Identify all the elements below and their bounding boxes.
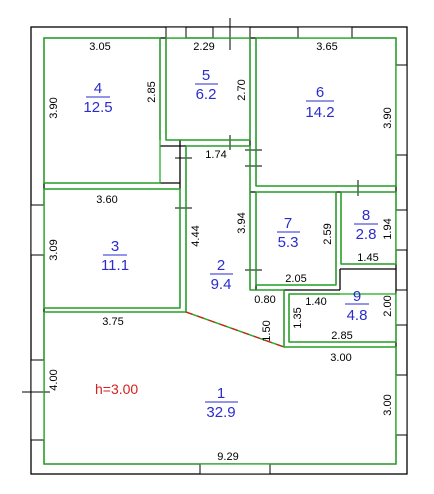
dim-r1-top-left: 3.75 <box>102 316 123 328</box>
dim-r5-top: 2.29 <box>193 41 214 53</box>
dim-r7-bottom: 2.05 <box>285 273 306 285</box>
dim-r9-right: 2.00 <box>382 295 394 316</box>
room-8-area: 2.8 <box>356 226 377 243</box>
dim-r6-top: 3.65 <box>316 41 337 53</box>
room-6-area: 14.2 <box>305 104 334 121</box>
dim-corridor-top: 1.74 <box>205 149 226 161</box>
room-6-number: 6 <box>316 84 324 101</box>
dim-r6-right: 3.90 <box>382 107 394 128</box>
dimension-labels: 3.05 3.90 2.85 2.29 2.70 3.65 3.90 1.74 … <box>48 41 394 463</box>
room-1-area: 32.9 <box>206 404 235 421</box>
dim-r3-left: 3.09 <box>48 239 60 260</box>
dim-r1-left: 4.00 <box>48 369 60 390</box>
dim-r1-top-right: 3.00 <box>330 352 351 364</box>
dim-r4-right: 2.85 <box>146 81 158 102</box>
dim-r7-right: 2.59 <box>322 223 334 244</box>
room-8-number: 8 <box>362 207 370 224</box>
ceiling-height-label: h=3.00 <box>95 381 138 397</box>
dim-r4-left: 3.90 <box>48 97 60 118</box>
dim-r9-top: 1.40 <box>305 296 326 308</box>
room-4-number: 4 <box>94 80 102 97</box>
room-9-number: 9 <box>353 288 361 305</box>
dim-r5-right: 2.70 <box>236 79 248 100</box>
dim-r4-top: 3.05 <box>89 41 110 53</box>
dim-r1-right: 3.00 <box>382 394 394 415</box>
room-7-area: 5.3 <box>278 234 299 251</box>
dim-r2-left: 4.44 <box>190 225 202 246</box>
room-5-area: 6.2 <box>196 86 217 103</box>
open-passage <box>185 311 285 348</box>
dim-r9-left-a: 1.50 <box>261 320 273 341</box>
room-9-area: 4.8 <box>347 307 368 324</box>
room-outlines <box>43 37 397 465</box>
door-ticks <box>22 18 359 393</box>
dim-r8-right: 1.94 <box>382 218 394 239</box>
room-2-area: 9.4 <box>211 276 232 293</box>
room-2-number: 2 <box>217 257 225 274</box>
dim-r1-bottom: 9.29 <box>217 451 238 463</box>
dim-r9-bottom: 2.85 <box>331 330 352 342</box>
room-7-number: 7 <box>284 215 292 232</box>
dim-r9-top-left: 0.80 <box>254 294 275 306</box>
room-1-number: 1 <box>217 385 225 402</box>
dim-r8-bottom: 1.45 <box>357 252 378 264</box>
dim-r3-top: 3.60 <box>96 194 117 206</box>
windows <box>30 26 408 475</box>
room-5-number: 5 <box>202 67 210 84</box>
dim-r9-left-b: 1.35 <box>292 307 304 328</box>
room-3-number: 3 <box>111 238 119 255</box>
room-4-area: 12.5 <box>83 99 112 116</box>
room-labels: 4 12.5 5 6.2 6 14.2 3 11.1 2 9.4 7 5.3 8… <box>83 67 378 421</box>
room-3-area: 11.1 <box>101 257 129 274</box>
dim-r2-right: 3.94 <box>236 212 248 233</box>
